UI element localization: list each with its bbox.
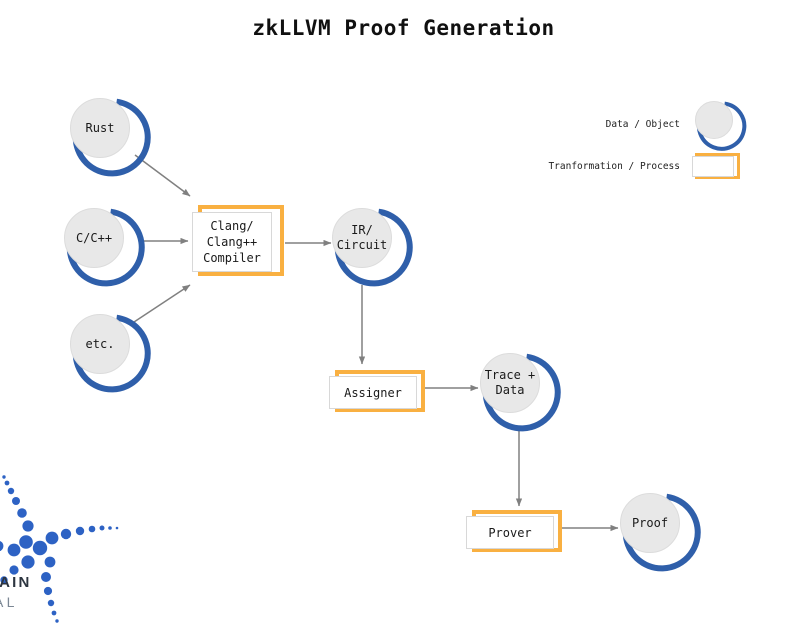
- legend-data-object-label: Data / Object: [605, 118, 680, 130]
- process-panel: Assigner: [329, 376, 417, 409]
- node-proof[interactable]: Proof: [618, 491, 701, 572]
- node-label: Clang/ Clang++ Compiler: [203, 219, 261, 265]
- process-panel: Prover: [466, 516, 554, 549]
- node-rust[interactable]: Rust: [68, 96, 151, 177]
- legend-transformation-label: Tranformation / Process: [548, 160, 680, 172]
- node-disc: [64, 208, 124, 268]
- legend-data-object: Data / Object: [560, 100, 747, 151]
- node-compiler[interactable]: Clang/ Clang++ Compiler: [192, 200, 284, 276]
- node-disc: [70, 98, 130, 158]
- node-ir-circuit[interactable]: IR/ Circuit: [330, 206, 413, 287]
- process-panel: Clang/ Clang++ Compiler: [192, 212, 272, 272]
- legend-transformation-process: Tranformation / Process: [548, 152, 740, 180]
- logo-text-primary: KCHAIN: [0, 574, 32, 591]
- page-title: zkLLVM Proof Generation: [252, 16, 555, 40]
- edge-rust-to-compiler: [134, 154, 191, 197]
- blockchain-capital-logo-icon: [0, 475, 119, 623]
- node-etc[interactable]: etc.: [68, 312, 151, 393]
- node-prover[interactable]: Prover: [466, 506, 562, 552]
- node-disc: [332, 208, 392, 268]
- node-disc: [620, 493, 680, 553]
- node-cpp[interactable]: C/C++: [62, 206, 145, 287]
- node-label: Prover: [488, 525, 532, 540]
- node-disc: [70, 314, 130, 374]
- node-label: Assigner: [344, 385, 402, 400]
- node-disc: [480, 353, 540, 413]
- edge-etc-to-compiler: [130, 284, 191, 325]
- logo-text-secondary: PITAL: [0, 594, 18, 610]
- node-assigner[interactable]: Assigner: [329, 366, 425, 412]
- legend-box-swatch: [692, 152, 740, 180]
- node-trace-data[interactable]: Trace + Data: [478, 351, 561, 432]
- legend-circle-swatch: [694, 100, 747, 151]
